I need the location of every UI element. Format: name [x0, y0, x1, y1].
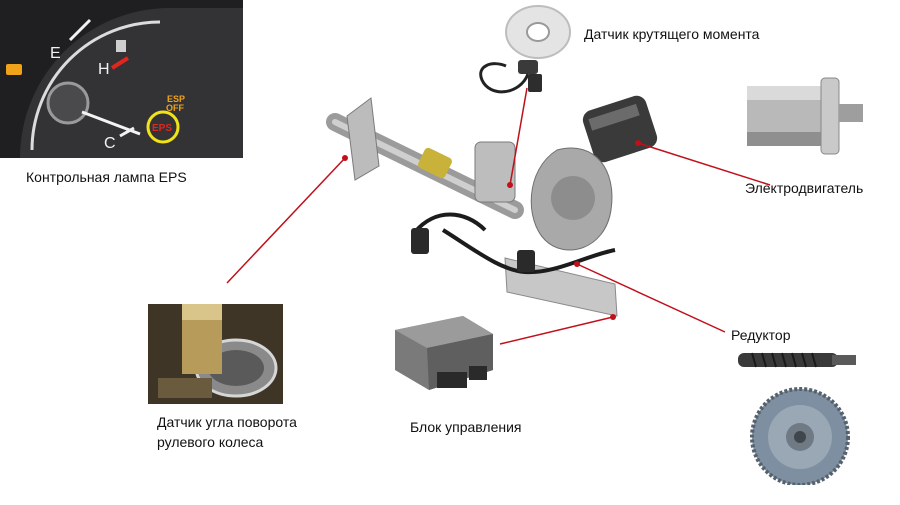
label-torque-sensor: Датчик крутящего момента [584, 26, 760, 42]
esp-off-line1: ESP [167, 94, 185, 104]
eps-highlight-ring [146, 110, 180, 144]
label-eps-lamp: Контрольная лампа EPS [26, 169, 187, 185]
eps-lamp-photo: E H C ESP OFF EPS [0, 0, 243, 158]
torque-sensor-photo [479, 5, 571, 94]
fuel-icon [6, 64, 22, 75]
label-angle-sensor-line2: рулевого колеса [157, 434, 264, 450]
leader-control-unit [499, 316, 614, 345]
steering-column-assembly [326, 95, 658, 317]
esp-off-line2: OFF [166, 103, 184, 113]
label-angle-sensor-line1: Датчик угла поворота [157, 414, 297, 430]
coolant-icon [116, 40, 126, 52]
gauge-mark-h: H [98, 61, 110, 78]
motor-photo [747, 77, 863, 155]
gearbox-photo [738, 352, 856, 485]
control-unit-photo [395, 316, 493, 390]
eps-badge: EPS [152, 123, 172, 134]
label-gearbox: Редуктор [731, 327, 791, 343]
leader-angle-sensor [226, 157, 346, 284]
needle-hub [46, 81, 90, 125]
label-motor: Электродвигатель [745, 180, 864, 196]
label-control-unit: Блок управления [410, 419, 522, 435]
gauge-mark-e: E [50, 45, 61, 62]
gauge-mark-c: C [104, 135, 116, 152]
leader-gearbox [576, 263, 726, 333]
leader-torque-sensor [509, 87, 528, 186]
leader-motor [637, 142, 771, 186]
angle-sensor-photo [148, 304, 283, 404]
